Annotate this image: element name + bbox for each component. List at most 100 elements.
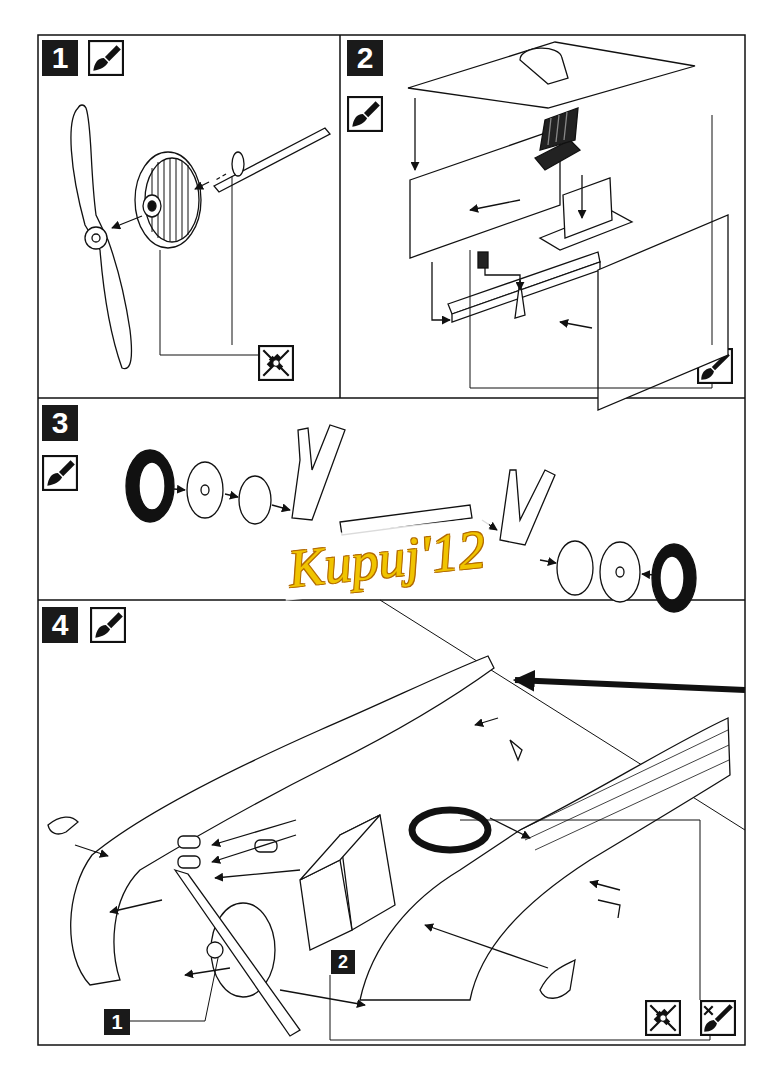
drawing-part — [540, 560, 556, 563]
drawing-part — [540, 108, 578, 150]
drawing-part — [214, 128, 330, 192]
drawing-part — [75, 845, 108, 856]
drawing-part — [581, 175, 582, 218]
drawing-part — [660, 556, 684, 600]
drawing-part — [175, 870, 300, 1036]
drawing-part — [616, 567, 624, 577]
drawing-part — [148, 201, 156, 211]
drawing-part — [470, 115, 712, 388]
propeller-assembly — [71, 105, 330, 369]
drawing-part — [515, 680, 745, 690]
drawing-part — [425, 925, 548, 968]
tool-icons — [43, 41, 735, 1035]
drawing-part — [182, 161, 183, 239]
drawing-part — [110, 900, 162, 912]
drawing-part — [130, 958, 218, 1021]
drawing-part — [85, 227, 107, 249]
drawing-part — [348, 97, 382, 131]
drawing-part — [500, 470, 555, 545]
fuselage-assembly — [48, 656, 745, 1040]
drawing-part — [43, 456, 77, 490]
drawing-part — [548, 112, 567, 145]
drawing-part — [598, 215, 728, 410]
drawing-part — [339, 35, 341, 398]
number-text: 2 — [357, 43, 374, 73]
drawing-part — [701, 1001, 735, 1035]
drawing-part — [112, 216, 142, 228]
drawing-part — [272, 505, 290, 510]
number-text: 2 — [338, 953, 348, 971]
drawing-part — [452, 262, 600, 322]
drawing-part — [164, 160, 165, 240]
drawing-part — [143, 195, 161, 217]
drawing-part — [408, 42, 695, 108]
drawing-part — [485, 268, 520, 290]
drawing-part — [300, 815, 380, 880]
drawing-part — [232, 152, 244, 176]
landing-gear-assembly — [126, 425, 696, 612]
drawing-part — [510, 740, 522, 760]
drawing-part — [225, 494, 238, 497]
drawing-part — [135, 152, 201, 248]
drawing-part — [563, 178, 612, 238]
drawing-part — [470, 200, 520, 210]
callout-number: 1 — [104, 1009, 130, 1035]
drawing-part — [642, 574, 655, 575]
step-number: 1 — [42, 40, 78, 76]
drawing-part — [92, 234, 100, 242]
drawing-part — [207, 942, 223, 958]
drawing-part — [176, 159, 177, 241]
drawing-part — [540, 960, 575, 998]
cockpit-assembly — [408, 42, 728, 410]
drawing-part — [410, 128, 560, 258]
number-text: 1 — [111, 1012, 122, 1032]
drawing-part — [170, 159, 171, 241]
drawing-part — [212, 835, 296, 862]
watermark: Kupuj'12 — [279, 517, 494, 601]
drawing-part — [414, 98, 415, 170]
drawing-part — [557, 541, 593, 595]
drawing-part — [38, 397, 745, 399]
callout-number: 2 — [331, 950, 355, 974]
drawing-part — [475, 718, 498, 725]
drawing-part — [360, 718, 730, 1000]
drawing-part — [195, 182, 209, 189]
drawing-part — [71, 105, 132, 369]
drawing-part — [201, 485, 209, 495]
drawing-part — [598, 900, 620, 918]
number-text: 3 — [52, 408, 69, 438]
drawing-part — [478, 252, 488, 268]
drawing-part — [214, 174, 226, 181]
number-text: 1 — [52, 43, 69, 73]
drawing-part — [259, 346, 293, 380]
drawing-part — [560, 322, 592, 328]
drawing-part — [292, 425, 345, 520]
drawing-part — [652, 544, 696, 612]
drawing-part — [38, 35, 745, 1045]
drawing-part — [490, 818, 530, 838]
drawing-part — [212, 820, 296, 845]
drawing-part — [187, 462, 223, 518]
drawing-part — [174, 489, 185, 490]
step-number: 2 — [347, 40, 383, 76]
drawing-part — [432, 262, 450, 320]
drawing-part — [330, 820, 710, 1040]
drawing-part — [139, 462, 165, 510]
drawing-part — [38, 599, 745, 601]
drawing-part — [185, 968, 230, 975]
drawing-part — [600, 542, 640, 602]
drawing-part — [646, 1001, 680, 1035]
drawing-part — [48, 817, 78, 834]
step-number: 4 — [42, 607, 78, 643]
drawing-part — [188, 165, 189, 235]
panel-frames — [38, 35, 745, 1045]
drawing-part — [126, 450, 174, 522]
drawing-part — [520, 730, 729, 850]
drawing-part — [89, 41, 123, 75]
drawing-part — [280, 990, 365, 1005]
drawing-part — [91, 608, 125, 642]
drawing-part — [178, 856, 200, 868]
drawing-part — [215, 870, 300, 878]
